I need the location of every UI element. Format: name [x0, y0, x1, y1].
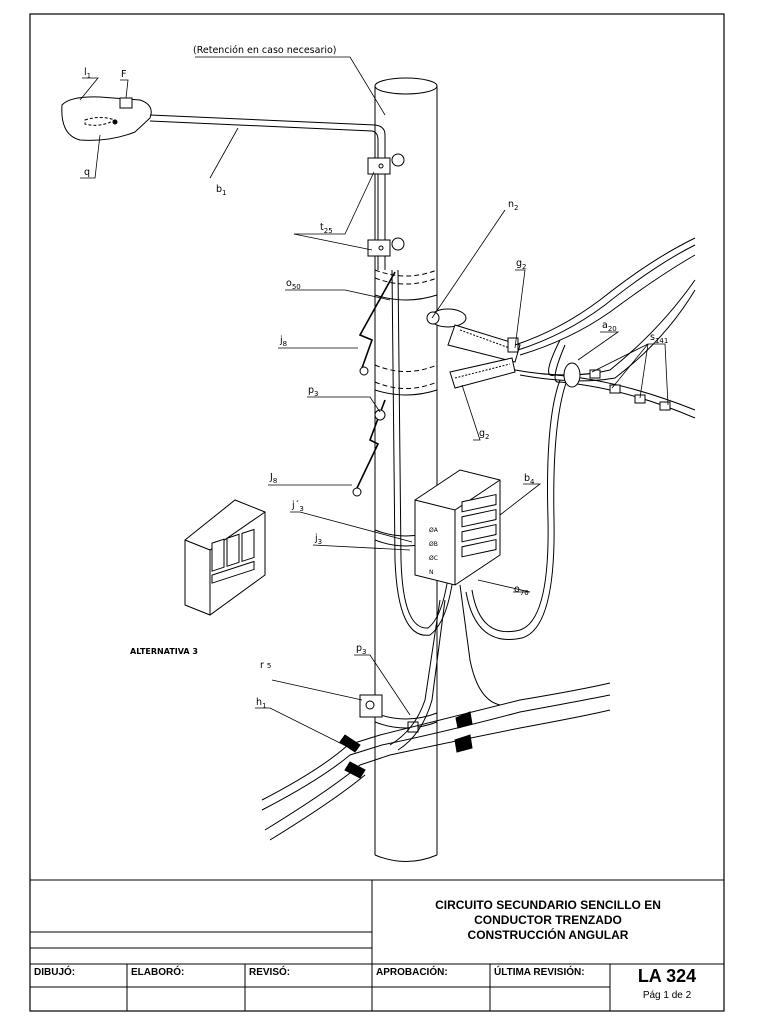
dibujo-label: DIBUJÓ: — [34, 967, 76, 978]
label-h1: h1 — [256, 697, 267, 710]
label-t25: t25 — [320, 222, 333, 235]
label-n2: n2 — [508, 199, 519, 212]
label-f: F — [121, 69, 126, 80]
phase-label-c: ØC — [429, 555, 438, 562]
elaboro-label: ELABORÓ: — [131, 967, 185, 978]
label-g2-bottom: g2 — [479, 428, 490, 441]
label-o50: o50 — [286, 278, 301, 291]
drawing-title: CIRCUITO SECUNDARIO SENCILLO EN CONDUCTO… — [372, 898, 724, 943]
title-line-2: CONDUCTOR TRENZADO — [474, 913, 622, 927]
ultima-revision-cell: ÚLTIMA REVISIÓN: — [490, 964, 610, 987]
label-l1: l1 — [84, 67, 91, 80]
phase-label-b: ØB — [429, 541, 438, 548]
label-p3-top: p3 — [308, 385, 319, 398]
street-light-luminaire — [61, 96, 386, 270]
aprobacion-label: APROBACIÓN: — [376, 967, 448, 978]
reviso-label: REVISÓ: — [249, 967, 291, 978]
label-a20: a20 — [602, 320, 617, 333]
service-cable — [391, 269, 456, 636]
page-number: Pág 1 de 2 — [642, 990, 692, 1001]
ultima-revision-label: ÚLTIMA REVISIÓN: — [494, 967, 585, 978]
lower-suspension-assembly — [261, 584, 611, 841]
label-g2-top: g2 — [516, 258, 527, 271]
label-alternativa: ALTERNATIVA 3 — [130, 647, 198, 656]
label-o70: o70 — [514, 584, 529, 597]
title-line-1: CIRCUITO SECUNDARIO SENCILLO EN — [435, 898, 661, 912]
elaboro-cell: ELABORÓ: — [127, 964, 245, 987]
label-j8-top: j8 — [279, 335, 287, 348]
twisted-cable-bundle — [465, 237, 696, 640]
label-j8-bottom: J8 — [269, 472, 277, 485]
label-q: q — [84, 167, 90, 178]
reviso-cell: REVISÓ: — [245, 964, 372, 987]
annotation-labels: (Retención en caso necesario) l1 F q b1 … — [84, 45, 668, 710]
dibujo-cell: DIBUJÓ: — [30, 964, 127, 987]
leader-lines — [79, 56, 669, 749]
title-block-grid — [30, 879, 724, 1011]
phase-label-n: N — [429, 569, 434, 576]
document-code: LA 324 — [637, 966, 697, 986]
drawing-area — [61, 56, 696, 862]
phase-label-a: ØA — [429, 527, 439, 534]
arm-brackets — [367, 153, 405, 257]
sheet-border — [29, 13, 725, 1012]
label-j3: j3 — [314, 533, 322, 546]
label-p3-bottom: p3 — [356, 643, 367, 656]
label-j3-prime: j´3 — [291, 500, 304, 513]
alternative-box — [184, 499, 266, 616]
label-b1: b1 — [216, 184, 227, 197]
ground-conductor — [352, 271, 396, 497]
title-line-3: CONSTRUCCIÓN ANGULAR — [467, 928, 629, 942]
label-s141: s141 — [650, 332, 668, 345]
distribution-box — [414, 469, 501, 586]
label-b4: b4 — [524, 473, 535, 486]
deadend-clamps — [426, 308, 521, 389]
aprobacion-cell: APROBACIÓN: — [372, 964, 490, 987]
retention-note: (Retención en caso necesario) — [193, 45, 337, 56]
